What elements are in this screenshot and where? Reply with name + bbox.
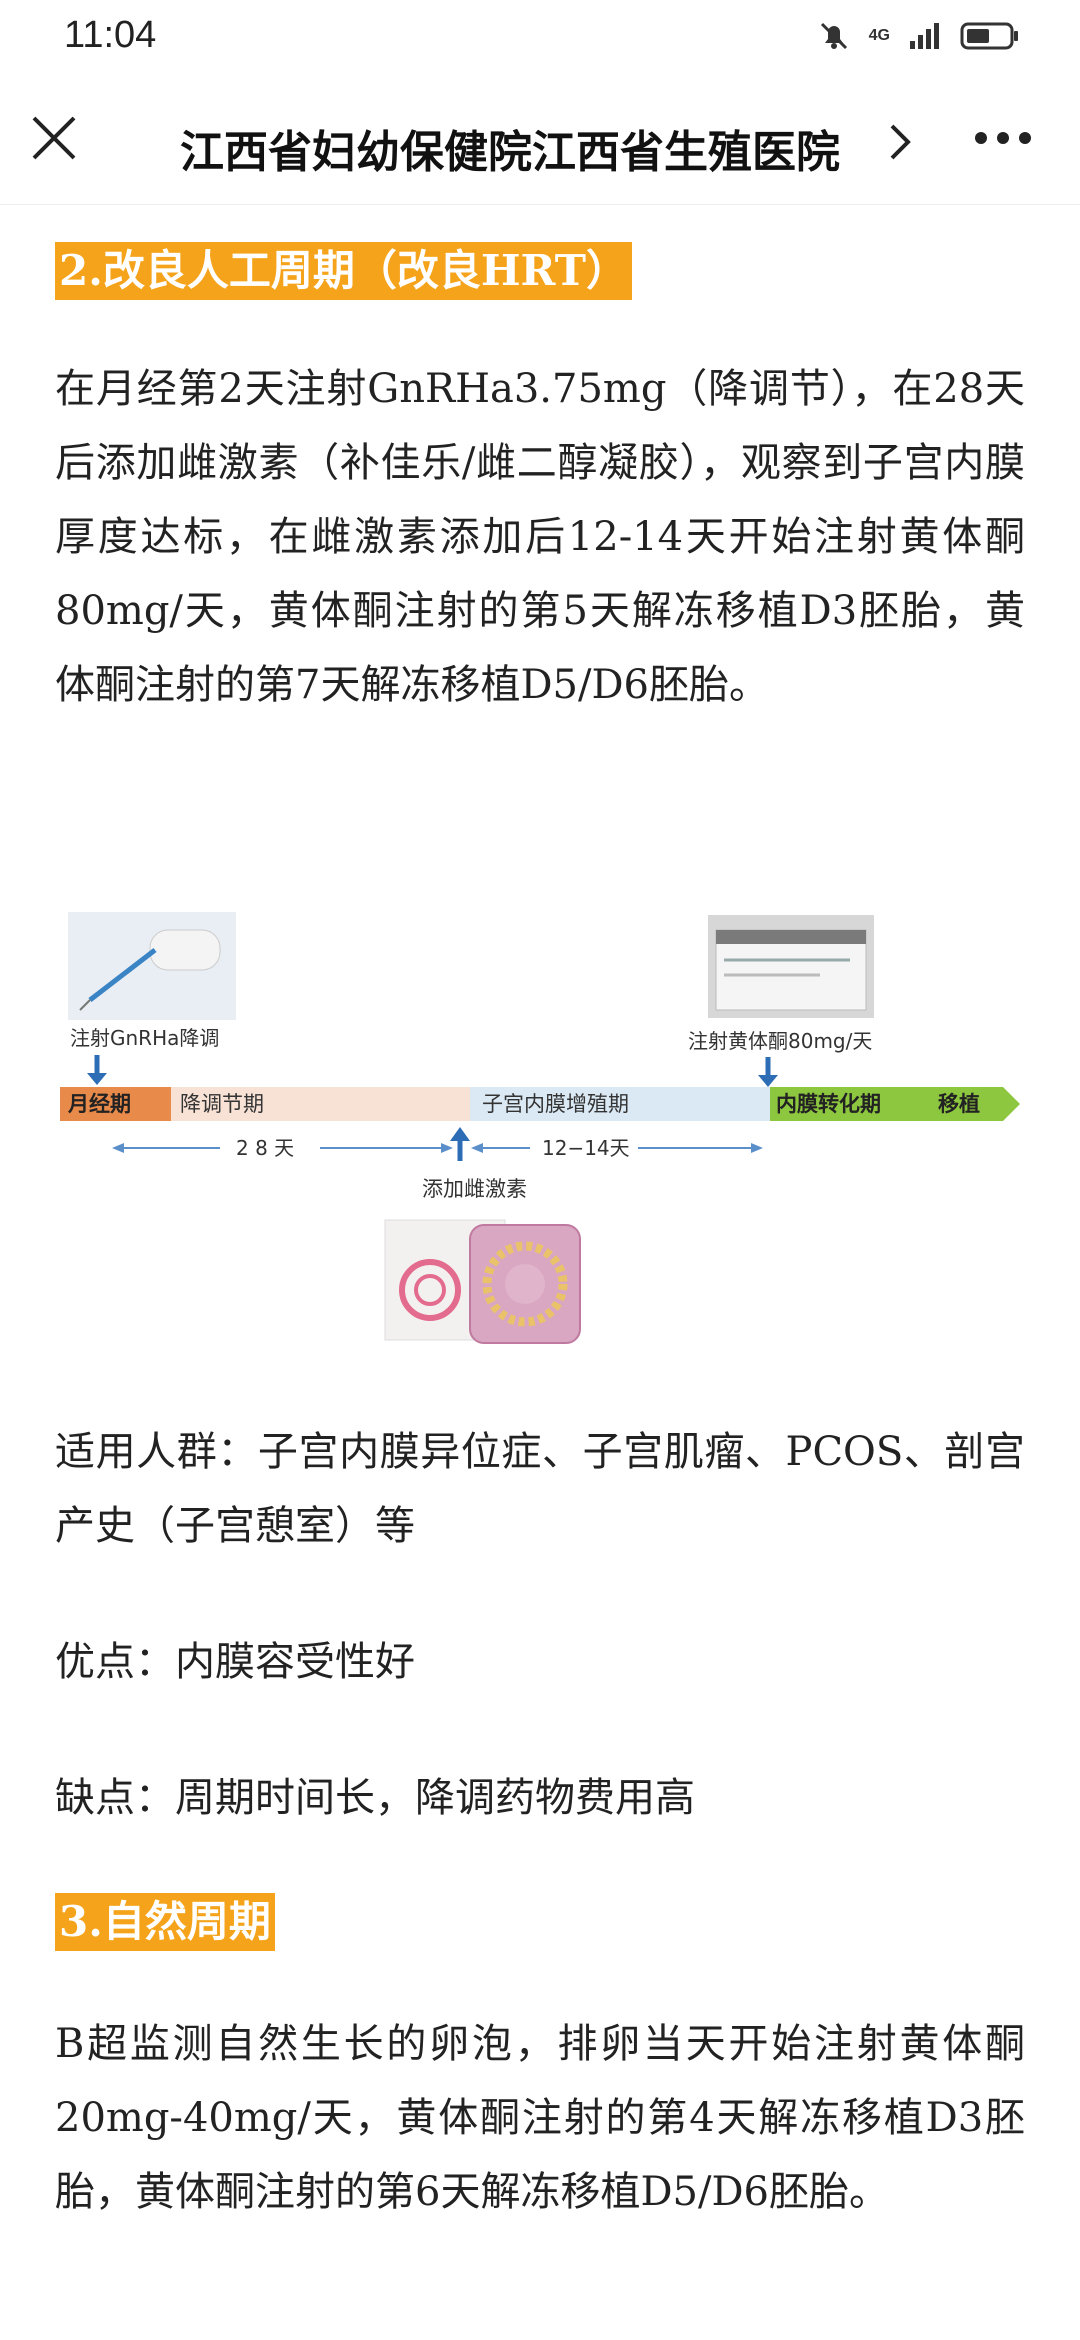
bell-mute-icon bbox=[820, 22, 847, 50]
section-body-hrt: 在月经第2天注射GnRHa3.75mg（降调节），在28天后添加雌激素（补佳乐/… bbox=[55, 366, 1025, 708]
status-time: 11:04 bbox=[64, 14, 157, 56]
battery-icon bbox=[960, 22, 1018, 50]
applicable-population: 适用人群：子宫内膜异位症、子宫肌瘤、PCOS、剖宫产史（子宫憩室）等 bbox=[55, 1429, 1025, 1549]
section-heading-hrt: 2.改良人工周期（改良HRT） bbox=[55, 242, 632, 300]
injection-photo bbox=[68, 912, 236, 1020]
more-icon[interactable] bbox=[975, 132, 1031, 146]
progesterone-box-photo bbox=[708, 915, 874, 1018]
label-gnrha: 注射GnRHa降调 bbox=[70, 1026, 219, 1050]
signal-icon bbox=[910, 23, 939, 49]
phase-menses-label: 月经期 bbox=[67, 1092, 131, 1116]
arrow-up-estrogen-icon bbox=[450, 1127, 470, 1161]
section-body-natural: B超监测自然生长的卵泡，排卵当天开始注射黄体酮20mg-40mg/天，黄体酮注射… bbox=[55, 2021, 1025, 2215]
close-icon[interactable] bbox=[28, 112, 80, 164]
phase-downreg-label: 降调节期 bbox=[180, 1092, 264, 1116]
nav-bar: 江西省妇幼保健院江西省生殖医院 bbox=[0, 72, 1080, 205]
phase-prolif-label: 子宫内膜增殖期 bbox=[482, 1092, 629, 1116]
article-content-lower: 适用人群：子宫内膜异位症、子宫肌瘤、PCOS、剖宫产史（子宫憩室）等 优点：内膜… bbox=[55, 1415, 1025, 2229]
page-title[interactable]: 江西省妇幼保健院江西省生殖医院 bbox=[180, 127, 840, 178]
span-12-14-days-label: 12−14天 bbox=[542, 1136, 630, 1160]
network-type-label: 4G bbox=[868, 27, 890, 44]
phase-transform-bar bbox=[770, 1087, 1020, 1121]
advantages: 优点：内膜容受性好 bbox=[55, 1639, 415, 1685]
chevron-right-icon[interactable] bbox=[888, 122, 914, 162]
arrow-down-progesterone-icon bbox=[758, 1057, 778, 1087]
span-28-days-arrow bbox=[112, 1143, 453, 1153]
disadvantages: 缺点：周期时间长，降调药物费用高 bbox=[55, 1775, 695, 1821]
span-28-days-label: 2 8 天 bbox=[236, 1136, 294, 1160]
span-12-14-days-arrow bbox=[471, 1143, 763, 1153]
phase-menses-bar bbox=[60, 1087, 171, 1121]
phase-transform-label: 内膜转化期 bbox=[776, 1092, 881, 1116]
status-bar: 11:04 4G bbox=[0, 0, 1080, 72]
phase-transfer-label: 移植 bbox=[938, 1092, 980, 1116]
estrogen-pack-photo bbox=[384, 1219, 581, 1344]
status-icons: 4G bbox=[817, 16, 1020, 56]
label-progesterone: 注射黄体酮80mg/天 bbox=[688, 1029, 872, 1053]
arrow-down-gnrha-icon bbox=[87, 1055, 107, 1085]
label-estrogen: 添加雌激素 bbox=[422, 1177, 527, 1201]
phase-prolif-bar bbox=[470, 1087, 770, 1121]
section-heading-natural: 3.自然周期 bbox=[55, 1893, 275, 1951]
treatment-timeline-diagram: 注射GnRHa降调 注射黄体酮80mg/天 月经期 降调节期 子宫内膜增殖期 内… bbox=[60, 912, 1020, 1344]
article-content: 2.改良人工周期（改良HRT） 在月经第2天注射GnRHa3.75mg（降调节）… bbox=[55, 215, 1025, 722]
